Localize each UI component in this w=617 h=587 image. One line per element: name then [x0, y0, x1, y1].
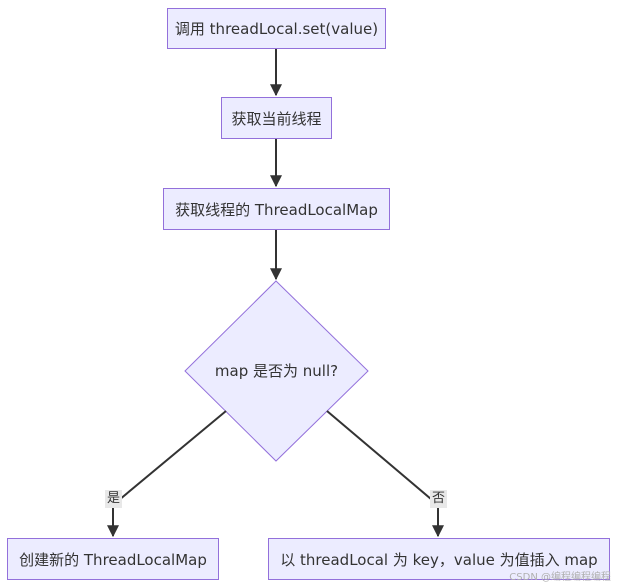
edge-label-no: 否 [430, 490, 448, 508]
node-get-thread-label: 获取当前线程 [231, 109, 322, 128]
watermark: CSDN @编程编程编程 [509, 572, 611, 583]
edge-decision-no [326, 410, 444, 538]
node-get-map: 获取线程的 ThreadLocalMap [163, 188, 390, 230]
decision-diamond [184, 280, 369, 462]
node-create-map-label: 创建新的 ThreadLocalMap [19, 550, 207, 569]
node-get-map-label: 获取线程的 ThreadLocalMap [175, 200, 378, 219]
node-call-set: 调用 threadLocal.set(value) [167, 8, 386, 49]
edge-decision-yes [107, 410, 227, 538]
node-insert-value-label: 以 threadLocal 为 key，value 为值插入 map [280, 550, 598, 569]
edge-label-yes: 是 [105, 490, 123, 508]
decision-label: map 是否为 null? [214, 361, 339, 380]
node-get-thread: 获取当前线程 [221, 97, 332, 139]
node-create-map: 创建新的 ThreadLocalMap [7, 538, 219, 580]
node-insert-value: 以 threadLocal 为 key，value 为值插入 map [268, 538, 610, 580]
node-call-set-label: 调用 threadLocal.set(value) [174, 20, 379, 38]
